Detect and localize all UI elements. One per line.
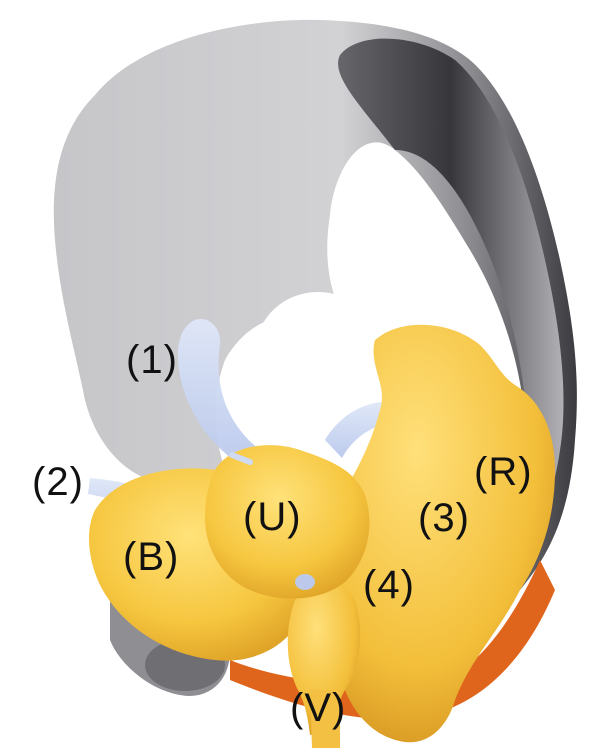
label-2: (2) [32,462,84,502]
label-r: (R) [474,452,533,492]
label-4: (4) [363,565,415,605]
label-v: (V) [290,688,346,728]
label-1: (1) [126,340,178,380]
label-b: (B) [123,537,179,577]
label-u: (U) [243,497,302,537]
obturator-foramen [256,292,380,408]
label-3: (3) [418,498,470,538]
cervix-dot [295,574,315,590]
